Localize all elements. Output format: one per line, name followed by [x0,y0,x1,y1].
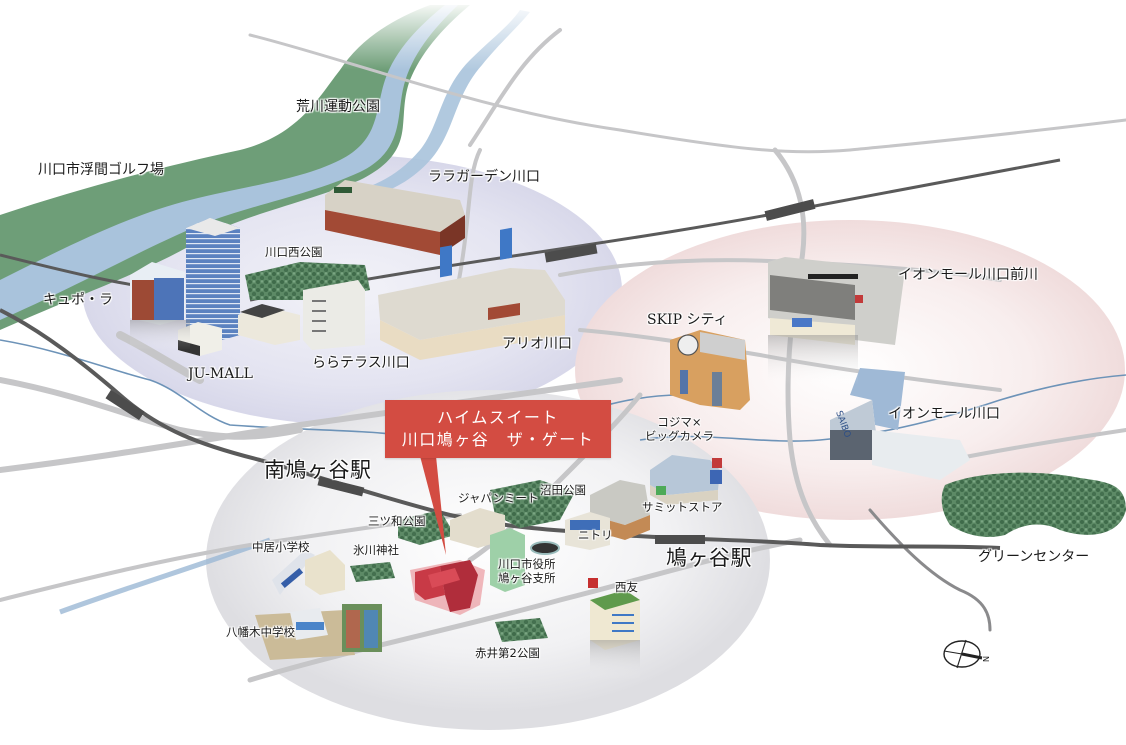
building-property-heim-suite [410,560,485,615]
property-callout[interactable]: ハイムスイート 川口鳩ヶ谷 ザ・ゲート [385,400,611,458]
label-seiyu: 西友 [615,580,638,594]
building-lala-garden [325,180,465,255]
label-kyupora: キュポ・ラ [43,292,113,308]
station-label-hatogaya[interactable]: 鳩ヶ谷駅 [666,546,752,570]
svg-text:N: N [981,656,990,662]
label-kojima-line2: ビッグカメラ [645,429,714,444]
label-ju-mall: JU-MALL [188,366,253,382]
label-kojima-line1: コジマ× [657,415,702,429]
label-city-office-line1: 川口市役所 [498,557,556,571]
akai-park [495,618,548,642]
label-hikawa-shrine: 氷川神社 [353,543,399,557]
label-ario: アリオ川口 [502,336,572,352]
building-tower [186,218,240,342]
label-numata-park: 沼田公園 [540,483,586,497]
property-name-line1: ハイムスイート [437,408,559,427]
label-japan-meat: ジャパンミート [458,491,539,505]
label-summit-store: サミットストア [642,500,723,514]
label-nitori: ニトリ [578,528,613,542]
label-lala-garden: ララガーデン川口 [428,169,540,185]
station-platform-minami-hatogaya [317,476,365,497]
green-center-forest [941,472,1126,537]
building-aeon-kawaguchi: SAIBO [830,368,970,480]
building-seiyu [588,578,640,650]
building-yawatagi-jhs [255,604,382,660]
building-skip-city [670,330,750,410]
label-nakai-elementary: 中居小学校 [252,540,310,554]
arakawa-river [0,0,1126,330]
label-skip-city: SKIP シティ [647,312,728,328]
label-golf-course: 川口市浮間ゴルフ場 [38,162,164,178]
numata-park [490,480,575,528]
station-platform-hatogaya [655,535,705,544]
label-city-office-branch: 川口市役所 鳩ヶ谷支所 [498,557,556,586]
roads [0,28,1126,683]
building-kojima-bic [650,455,722,505]
building-ario [378,227,565,360]
station-platform [764,199,816,221]
building-aeon-maekawa [768,257,905,345]
label-kawaguchi-nishi-park: 川口西公園 [265,245,323,259]
label-mitsuwa-park: 三ツ和公園 [368,514,426,528]
building-lala-terrace [303,280,365,350]
label-lala-terrace: ららテラス川口 [312,355,410,371]
station-label-minami-hatogaya[interactable]: 南鳩ヶ谷駅 [264,458,372,482]
buildings: SAIBO [130,180,970,680]
building-nakai-elementary [272,550,345,595]
station-platform [544,243,598,263]
label-aeon-kawaguchi: イオンモール川口 [888,406,1000,422]
label-city-office-line2: 鳩ヶ谷支所 [498,571,556,586]
label-kojima-bic-camera: コジマ× ビッグカメラ [645,415,714,444]
label-arakawa-park: 荒川運動公園 [296,99,380,115]
property-name-line2: 川口鳩ヶ谷 ザ・ゲート [401,430,595,449]
building-city-office [490,512,610,592]
label-akai-park: 赤井第2公園 [475,646,540,660]
label-yawatagi-jhs: 八幡木中学校 [226,625,295,639]
building-kyupora [130,262,185,325]
north-arrow-compass-icon: N [943,639,990,669]
hikawa-shrine-grove [350,562,395,582]
callout-pointer [420,456,446,555]
label-green-center: グリーンセンター [978,549,1090,565]
station-platform [105,389,145,421]
label-aeon-maekawa: イオンモール川口前川 [898,267,1038,283]
